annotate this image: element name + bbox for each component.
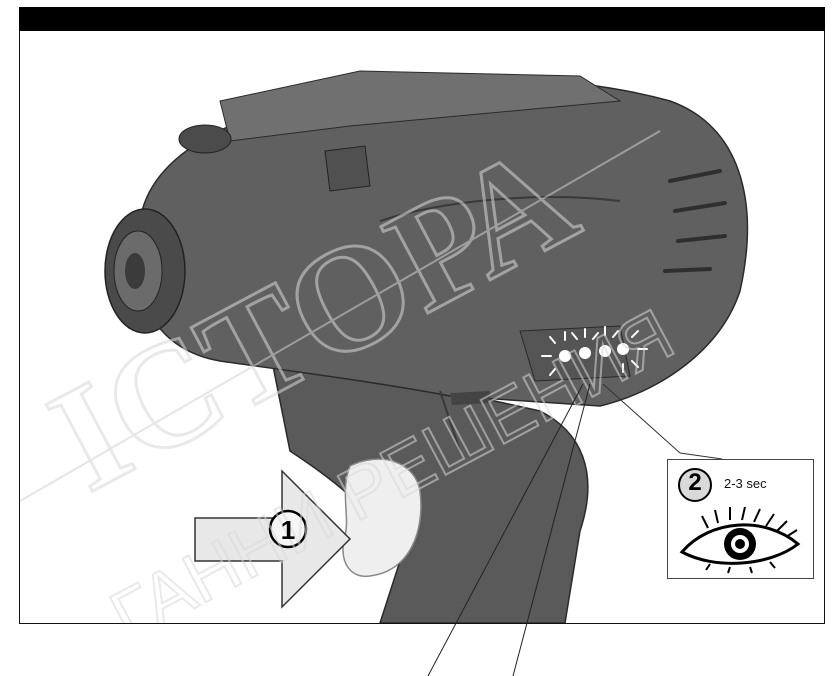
leader-lines (0, 0, 832, 676)
